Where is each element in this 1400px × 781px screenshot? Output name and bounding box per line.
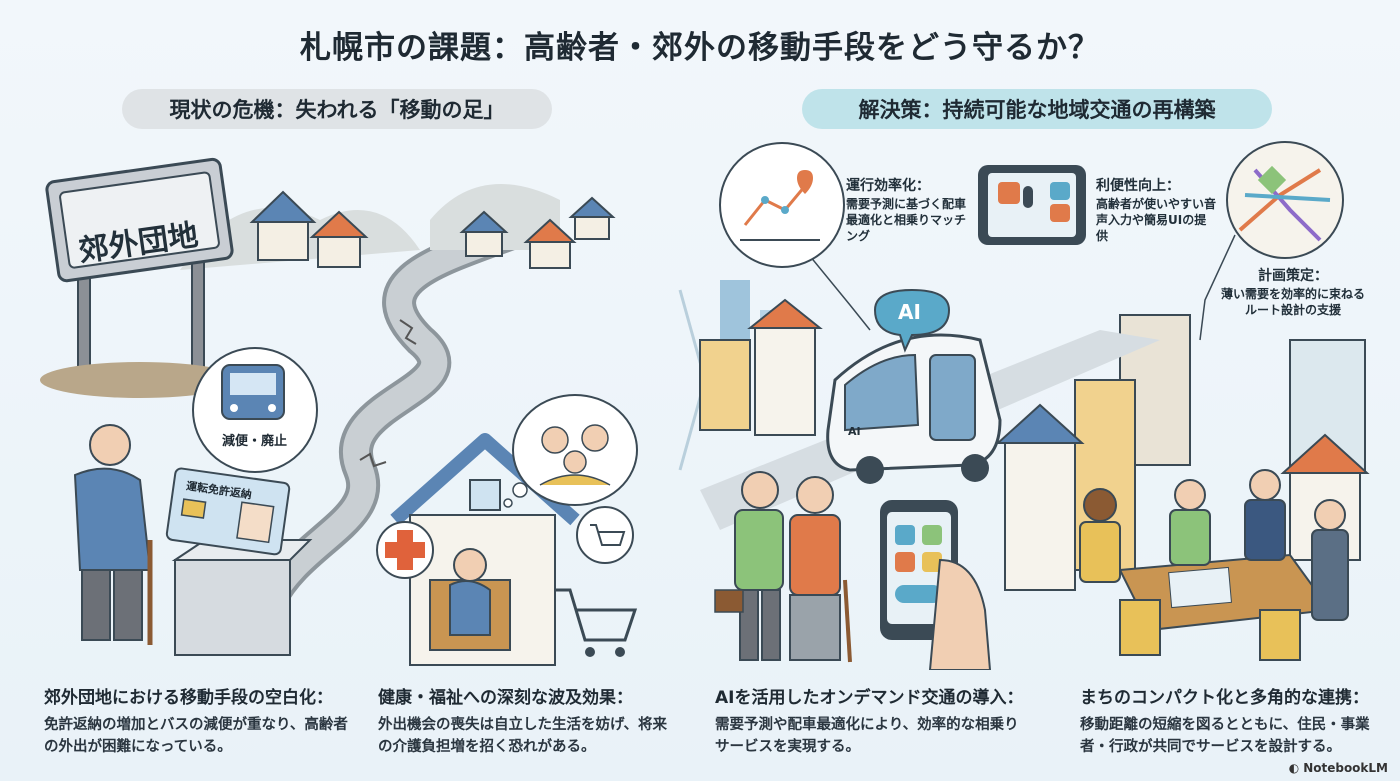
house-icon <box>459 196 616 269</box>
shopping-cart-icon <box>555 506 638 657</box>
caption-health-heading: 健康・福祉への深刻な波及効果： <box>378 688 633 708</box>
illustration-svg <box>40 141 1370 670</box>
caption-compact-city-heading: まちのコンパクト化と多角的な連携： <box>1080 688 1369 708</box>
bus-reduction-label: 減便・廃止 <box>222 434 288 449</box>
caption-compact-city: まちのコンパクト化と多角的な連携： 移動距離の短縮を図るとともに、住民・事業者・… <box>1080 683 1380 758</box>
callout-convenience: 利便性向上： 高齢者が使いやすい音声入力や簡易UIの提供 <box>1096 178 1218 244</box>
suburb-sign <box>40 157 240 398</box>
ballot-box-icon <box>171 539 313 656</box>
house-icon <box>249 190 369 268</box>
callout-efficiency: 運行効率化： 需要予測に基づく配車最適化と相乗りマッチング <box>846 178 966 244</box>
caption-suburb-heading: 郊外団地における移動手段の空白化： <box>44 688 333 708</box>
callout-efficiency-body: 需要予測に基づく配車最適化と相乗りマッチング <box>846 197 967 243</box>
license-card-icon <box>165 467 291 556</box>
caption-ai-transport-heading: AIを活用したオンデマンド交通の導入： <box>715 688 1024 708</box>
elderly-couple-illustration <box>714 471 852 663</box>
bus-side-label: AI <box>848 425 861 438</box>
tablet-icon <box>978 165 1086 245</box>
smartphone-icon <box>880 500 992 670</box>
callout-planning-body: 薄い需要を効率的に束ねるルート設計の支援 <box>1220 287 1365 317</box>
chart-icon <box>719 142 845 268</box>
callout-planning: 計画策定： 薄い需要を効率的に束ねるルート設計の支援 <box>1218 268 1368 318</box>
caption-suburb-body: 免許返納の増加とバスの減便が重なり、高齢者の外出が困難になっている。 <box>44 717 348 755</box>
left-section-header: 現状の危機：失われる「移動の足」 <box>122 89 552 129</box>
family-thought-bubble <box>503 394 638 508</box>
ai-badge-label: AI <box>898 300 921 324</box>
caption-ai-transport: AIを活用したオンデマンド交通の導入： 需要予測や配車最適化により、効率的な相乗… <box>715 683 1025 758</box>
callout-planning-heading: 計画策定： <box>1258 268 1328 284</box>
illustration-scene: 郊外団地 減便・廃止 運転免許返納 AI AI 運行効率化： 需要予測に基づく配… <box>0 140 1400 670</box>
caption-health-body: 外出機会の喪失は自立した生活を妨げ、将来の介護負担増を招く恐れがある。 <box>378 717 667 755</box>
logo-text: NotebookLM <box>1303 761 1388 775</box>
elderly-man-illustration <box>73 424 153 645</box>
callout-convenience-heading: 利便性向上： <box>1096 178 1180 194</box>
caption-compact-city-body: 移動距離の短縮を図るとともに、住民・事業者・行政が共同でサービスを設計する。 <box>1080 717 1370 755</box>
bus-icon <box>221 364 285 420</box>
meeting-illustration <box>1079 469 1349 661</box>
callout-convenience-body: 高齢者が使いやすい音声入力や簡易UIの提供 <box>1096 197 1217 243</box>
caption-suburb: 郊外団地における移動手段の空白化： 免許返納の増加とバスの減便が重なり、高齢者の… <box>44 683 354 758</box>
ai-bus-illustration <box>826 333 1002 484</box>
city-buildings <box>699 280 1370 591</box>
caption-ai-transport-body: 需要予測や配車最適化により、効率的な相乗りサービスを実現する。 <box>715 717 1019 755</box>
right-section-header: 解決策：持続可能な地域交通の再構築 <box>802 89 1272 129</box>
page-title: 札幌市の課題：高齢者・郊外の移動手段をどう守るか？ <box>300 30 1100 66</box>
medical-cross-icon <box>376 521 434 579</box>
home-illustration <box>390 433 580 666</box>
logo-icon: ◐ <box>1288 761 1300 775</box>
caption-health: 健康・福祉への深刻な波及効果： 外出機会の喪失は自立した生活を妨げ、将来の介護負… <box>378 683 668 758</box>
notebooklm-logo: ◐ NotebookLM <box>1289 761 1388 775</box>
route-map-icon <box>1226 141 1344 259</box>
callout-efficiency-heading: 運行効率化： <box>846 178 930 194</box>
ai-badge-icon <box>873 288 951 353</box>
